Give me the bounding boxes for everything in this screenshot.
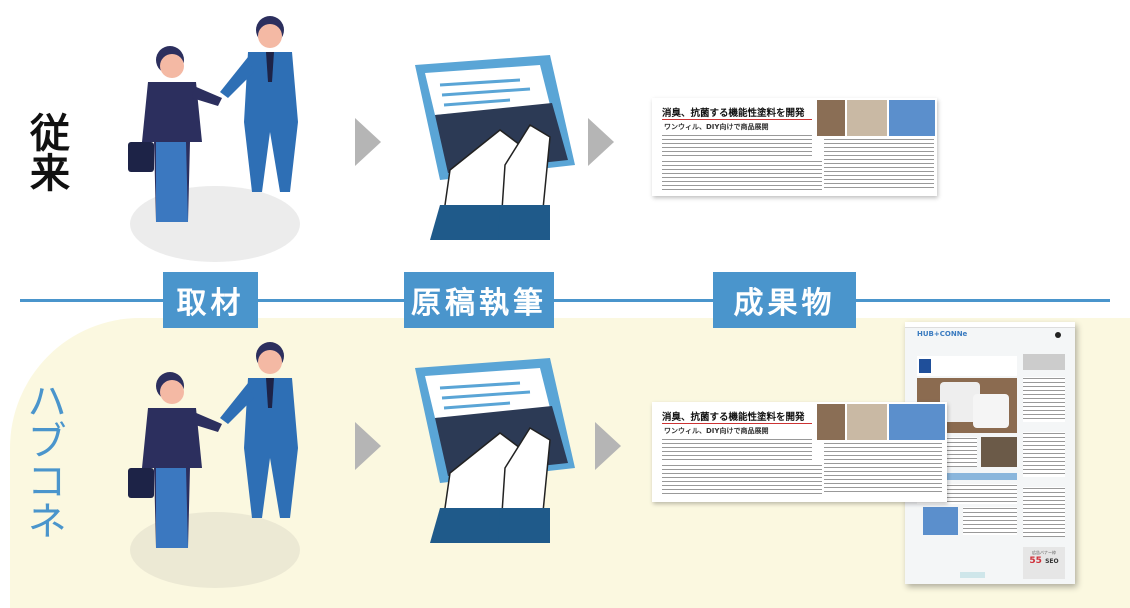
laptop-typing-illustration [415,55,575,240]
article-photo [847,100,887,136]
menu-icon [1055,332,1061,338]
article-photo [847,404,887,440]
handshake-illustration [128,16,300,262]
newspaper-article: 消臭、抗菌する機能性塗料を開発 ワンウィル、DIY向けで商品展開 [652,98,937,196]
ad-banner[interactable]: 広告バナー枠 55 SEO [1023,547,1065,579]
laptop-typing-illustration [415,358,575,543]
handshake-illustration [128,342,300,588]
article-photo [889,100,935,136]
ad-banner-unit: SEO [1045,558,1059,565]
step-label-deliverable: 成果物 [713,272,856,328]
site-logo: HUB+CONNe [917,330,968,338]
newspaper-article: 消臭、抗菌する機能性塗料を開発 ワンウィル、DIY向けで商品展開 [652,402,947,502]
ad-banner-value: 55 [1029,556,1042,566]
article-headline: 消臭、抗菌する機能性塗料を開発 [662,108,805,119]
article-subhead: ワンウィル、DIY向けで商品展開 [664,123,769,131]
step-label-writing: 原稿執筆 [404,272,554,328]
article-subhead: ワンウィル、DIY向けで商品展開 [664,427,769,435]
arrow-right-icon [588,118,614,166]
ad-banner-label: 広告バナー枠 [1032,550,1056,555]
arrow-right-icon [355,118,381,166]
article-headline: 消臭、抗菌する機能性塗料を開発 [662,412,805,423]
arrow-right-icon [355,422,381,470]
arrow-right-icon [595,422,621,470]
article-photo [817,404,845,440]
step-label-interview: 取材 [163,272,258,328]
row-label-conventional: 従来 [23,112,69,192]
divider-line [20,299,1110,302]
article-photo [889,404,945,440]
article-photo [817,100,845,136]
row-label-hubconne: ハブコネ [20,380,66,540]
